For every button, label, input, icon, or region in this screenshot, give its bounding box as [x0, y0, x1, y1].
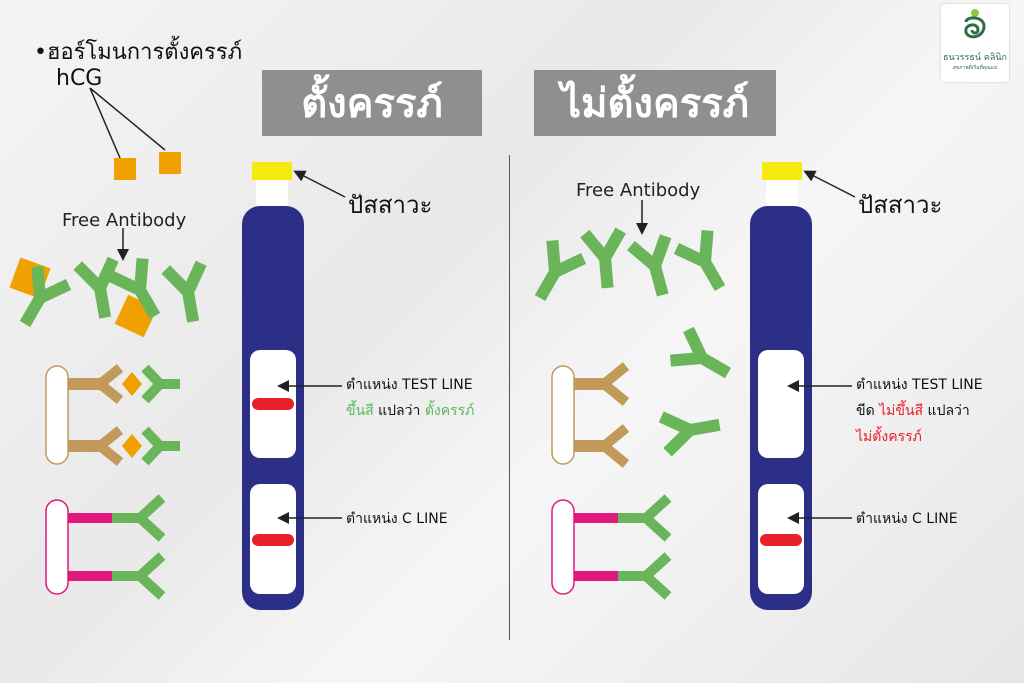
clinic-logo: ธนวรรธน์ คลินิก สุขภาพดีเริ่มที่คุณแม่ [941, 4, 1009, 82]
test-strip-left [242, 162, 304, 610]
free-antibody-label-right: Free Antibody [576, 180, 701, 201]
free-antibody-group-left [9, 257, 211, 337]
test-zone-diagram-left [45, 364, 180, 466]
antibody-y-icon [78, 259, 123, 320]
urine-pad [762, 162, 802, 180]
urine-label-right: ปัสสาวะ [858, 191, 943, 219]
urine-arrow-right [803, 170, 856, 198]
hcg-molecule [114, 158, 136, 180]
positive-outcome: ตั้งครรภ์ [424, 403, 475, 419]
not-pregnant-title-box: ไม่ตั้งครรภ์ [534, 70, 776, 136]
control-zone-diagram-right [551, 494, 672, 600]
test-line-label-right: ตำแหน่ง TEST LINE [856, 377, 983, 393]
control-zone-diagram-left [45, 494, 166, 600]
captured-complex [68, 426, 180, 466]
c-line-label-left: ตำแหน่ง C LINE [346, 511, 448, 527]
free-antibody-label-left: Free Antibody [62, 210, 187, 231]
test-line-mark [252, 398, 294, 410]
negative-line-text: ขีด [856, 403, 880, 419]
positive-result: ขึ้นสี แปลว่า ตั้งครรภ์ [346, 398, 474, 424]
hormone-label: •ฮอร์โมนการตั้งครรภ์ [34, 40, 243, 65]
test-window [758, 350, 804, 458]
mother-baby-icon [964, 9, 986, 39]
hcg-pointer-lines [89, 87, 166, 159]
negative-outcome: ไม่ตั้งครรภ์ [856, 429, 922, 445]
negative-result: ขีด ไม่ขึ้นสี แปลว่า [856, 398, 983, 424]
logo-tagline: สุขภาพดีเริ่มที่คุณแม่ [952, 65, 998, 71]
pregnant-title-box: ตั้งครรภ์ [262, 70, 482, 136]
test-strip-right [750, 162, 812, 610]
not-pregnant-title: ไม่ตั้งครรภ์ [560, 81, 750, 127]
c-line-label-right: ตำแหน่ง C LINE [856, 511, 958, 527]
test-line-note-left: ตำแหน่ง TEST LINE ขึ้นสี แปลว่า ตั้งครรภ… [346, 372, 474, 424]
hcg-molecule [122, 434, 142, 458]
logo-name: ธนวรรธน์ คลินิก [942, 53, 1007, 63]
antibody-y-icon [661, 407, 722, 452]
antibody-y-icon [166, 263, 211, 324]
hcg-molecule [122, 372, 142, 396]
test-line-label-left: ตำแหน่ง TEST LINE [346, 377, 473, 393]
urine-label-left: ปัสสาวะ [348, 191, 433, 219]
antibody-y-icon [524, 240, 583, 306]
captured-complex [68, 364, 180, 404]
urine-pad [252, 162, 292, 180]
control-line-mark [760, 534, 802, 546]
pregnant-title: ตั้งครรภ์ [301, 81, 443, 127]
antibody-y-icon [631, 236, 680, 299]
hcg-label: hCG [56, 66, 103, 91]
antibody-y-icon [585, 231, 626, 290]
center-divider [509, 155, 510, 640]
negative-color-text: ไม่ขึ้นสี [879, 403, 924, 419]
positive-means: แปลว่า [373, 403, 425, 419]
test-zone-diagram-right [551, 362, 630, 468]
positive-color-text: ขึ้นสี [346, 403, 374, 419]
antibody-y-icon [670, 329, 736, 388]
negative-means: แปลว่า [923, 403, 970, 419]
hcg-molecule [159, 152, 181, 174]
antibody-y-icon [676, 230, 735, 296]
test-line-note-right: ตำแหน่ง TEST LINE ขีด ไม่ขึ้นสี แปลว่า ไ… [856, 372, 983, 450]
urine-arrow-left [293, 170, 346, 198]
control-line-mark [252, 534, 294, 546]
